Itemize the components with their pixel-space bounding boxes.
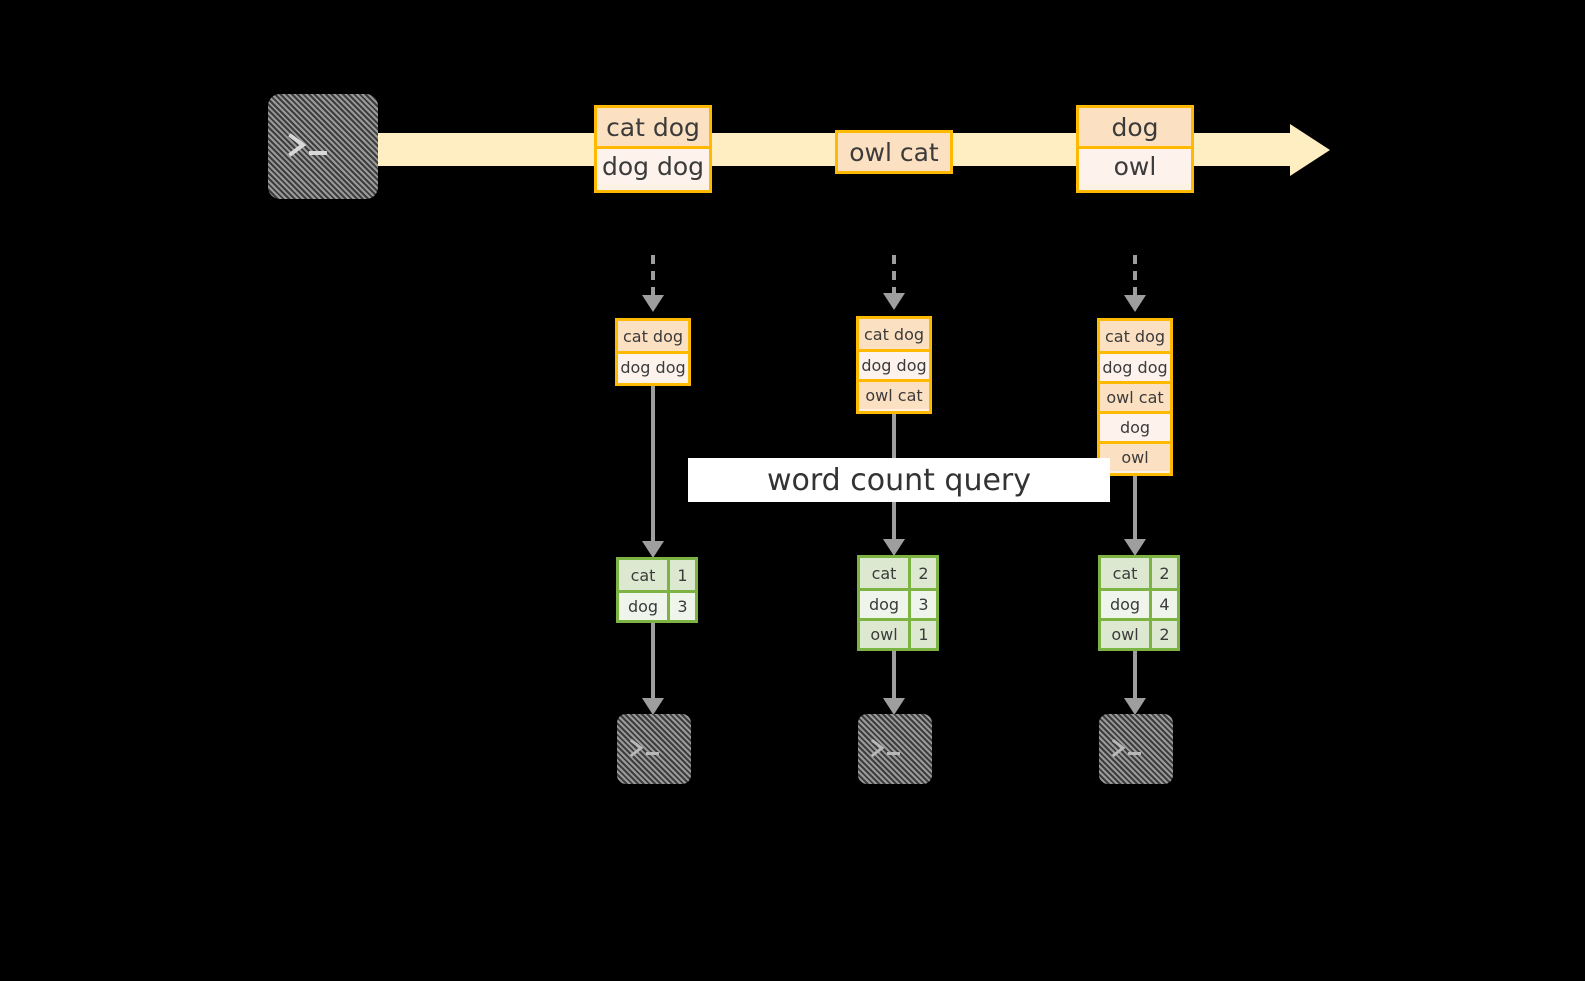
- snapshot-3-trigger-connector: [1133, 255, 1137, 297]
- table-row: owl 2: [1101, 618, 1177, 648]
- table-row: cat 2: [1101, 558, 1177, 588]
- snapshot-3-sink-arrowhead-icon: [1124, 698, 1146, 715]
- snapshot-record-line: dog dog: [618, 351, 688, 381]
- snapshot-record-line: owl cat: [859, 379, 929, 409]
- result-count: 2: [1149, 558, 1177, 588]
- snapshot-2-sink-connector: [892, 651, 896, 701]
- stream-event-line: owl: [1079, 146, 1191, 184]
- table-row: dog 3: [619, 590, 695, 620]
- snapshot-3-sink-connector: [1133, 651, 1137, 701]
- snapshot-1-sink-connector: [651, 623, 655, 701]
- stream-event-line: dog dog: [597, 146, 709, 184]
- stream-event-3[interactable]: dog owl: [1076, 105, 1194, 193]
- result-count: 1: [908, 621, 936, 648]
- stream-event-line: dog: [1079, 108, 1191, 146]
- snapshot-2-sink-terminal-icon[interactable]: [858, 714, 932, 784]
- snapshot-record-line: cat dog: [859, 319, 929, 349]
- snapshot-3-sink-terminal-icon[interactable]: [1099, 714, 1173, 784]
- stream-event-line: cat dog: [597, 108, 709, 146]
- table-row: cat 1: [619, 560, 695, 590]
- stream-arrowhead-icon: [1290, 124, 1333, 176]
- result-count: 3: [667, 593, 695, 620]
- snapshot-2-records[interactable]: cat dog dog dog owl cat: [856, 316, 932, 414]
- snapshot-2-result-table[interactable]: cat 2 dog 3 owl 1: [857, 555, 939, 651]
- snapshot-record-line: dog: [1100, 411, 1170, 441]
- snapshot-2-trigger-connector: [892, 255, 896, 295]
- result-word: dog: [1101, 591, 1149, 618]
- result-word: cat: [619, 560, 667, 590]
- stream-event-line: owl cat: [838, 133, 950, 171]
- table-row: dog 4: [1101, 588, 1177, 618]
- result-count: 1: [667, 560, 695, 590]
- snapshot-3-query-connector: [1133, 476, 1137, 544]
- result-word: owl: [860, 621, 908, 648]
- snapshot-record-line: dog dog: [859, 349, 929, 379]
- snapshot-1-sink-arrowhead-icon: [642, 698, 664, 715]
- snapshot-3-trigger-arrowhead-icon: [1124, 295, 1146, 312]
- snapshot-1-trigger-connector: [651, 255, 655, 297]
- table-row: dog 3: [860, 588, 936, 618]
- stream-event-1[interactable]: cat dog dog dog: [594, 105, 712, 193]
- result-count: 2: [908, 558, 936, 588]
- snapshot-1-records[interactable]: cat dog dog dog: [615, 318, 691, 386]
- snapshot-2-sink-arrowhead-icon: [883, 698, 905, 715]
- terminal-prompt-icon: [285, 130, 337, 164]
- result-count: 4: [1149, 591, 1177, 618]
- table-row: cat 2: [860, 558, 936, 588]
- snapshot-record-line: owl: [1100, 441, 1170, 471]
- terminal-prompt-icon: [1110, 737, 1148, 761]
- snapshot-3-result-table[interactable]: cat 2 dog 4 owl 2: [1098, 555, 1180, 651]
- terminal-prompt-icon: [628, 737, 666, 761]
- result-word: cat: [1101, 558, 1149, 588]
- snapshot-1-sink-terminal-icon[interactable]: [617, 714, 691, 784]
- snapshot-1-query-connector: [651, 386, 655, 546]
- result-word: owl: [1101, 621, 1149, 648]
- table-row: owl 1: [860, 618, 936, 648]
- result-word: dog: [860, 591, 908, 618]
- snapshot-1-result-table[interactable]: cat 1 dog 3: [616, 557, 698, 623]
- snapshot-3-query-arrowhead-icon: [1124, 539, 1146, 556]
- terminal-prompt-icon: [869, 737, 907, 761]
- result-count: 3: [908, 591, 936, 618]
- snapshot-record-line: dog dog: [1100, 351, 1170, 381]
- result-count: 2: [1149, 621, 1177, 648]
- snapshot-2-trigger-arrowhead-icon: [883, 293, 905, 310]
- stream-event-2[interactable]: owl cat: [835, 130, 953, 174]
- snapshot-record-line: cat dog: [618, 321, 688, 351]
- result-word: cat: [860, 558, 908, 588]
- snapshot-1-query-arrowhead-icon: [642, 541, 664, 558]
- result-word: dog: [619, 593, 667, 620]
- query-label: word count query: [688, 458, 1110, 502]
- snapshot-3-records[interactable]: cat dog dog dog owl cat dog owl: [1097, 318, 1173, 476]
- snapshot-record-line: cat dog: [1100, 321, 1170, 351]
- source-terminal-icon[interactable]: [268, 94, 378, 199]
- snapshot-record-line: owl cat: [1100, 381, 1170, 411]
- snapshot-2-query-arrowhead-icon: [883, 539, 905, 556]
- snapshot-1-trigger-arrowhead-icon: [642, 295, 664, 312]
